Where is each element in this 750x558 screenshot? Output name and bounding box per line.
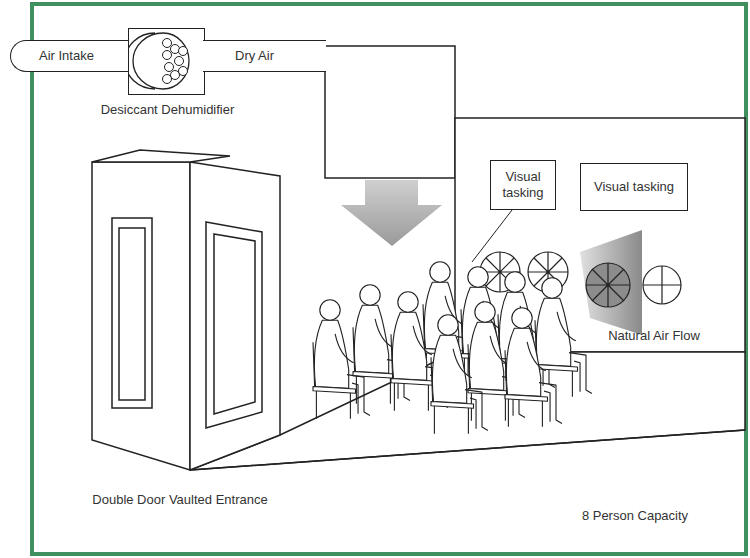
wheel-part: [165, 63, 174, 72]
target-dials-part: [643, 266, 681, 304]
wheel-part: [175, 57, 184, 66]
air-intake-pipe: Air Intake: [10, 40, 132, 72]
dry-air-pipe: Dry Air: [203, 40, 326, 72]
wheel-part: [179, 47, 188, 56]
vestibule-part: [119, 228, 145, 400]
entrance-label: Double Door Vaulted Entrance: [70, 492, 290, 508]
node-text: Visual tasking: [491, 169, 555, 201]
wheel-part: [133, 33, 163, 89]
leader-line: [472, 210, 512, 262]
node-text: Desiccant Dehumidifier: [59, 102, 276, 118]
seated-people-part: [535, 278, 592, 397]
vestibule-part: [112, 218, 152, 408]
wheel-part: [163, 39, 172, 48]
seated-people-part: [431, 315, 488, 434]
vestibule-part: [92, 150, 230, 162]
target-dials-part: [580, 230, 642, 335]
seated-people-part: [505, 308, 562, 427]
air-duct-part: [341, 180, 442, 246]
vestibule-part: [190, 162, 280, 470]
air-duct: [325, 46, 455, 246]
node-text: Dry Air: [235, 48, 274, 64]
seated-people: [313, 262, 592, 434]
airflow-label: Natural Air Flow: [604, 328, 704, 344]
target-dials-part: [586, 263, 630, 307]
wheel-part: [163, 75, 172, 84]
visual-task-box: Visual tasking: [490, 160, 556, 210]
visual-task-box: Visual tasking: [580, 163, 688, 211]
node-text: Air Intake: [39, 48, 94, 64]
target-dials-part: [643, 266, 681, 304]
vestibule: [92, 150, 280, 470]
air-duct-part: [325, 46, 455, 178]
wheel-part: [179, 67, 188, 76]
capacity-label: 8 Person Capacity: [545, 508, 725, 524]
wheel-part: [163, 33, 189, 89]
frame-border: [32, 4, 746, 554]
vestibule-part: [206, 222, 262, 428]
room-back-wall: [190, 118, 745, 470]
node-text: Visual tasking: [594, 179, 674, 195]
vestibule-part: [214, 234, 255, 414]
vestibule-part: [92, 162, 190, 470]
target-dials-part: [586, 263, 630, 307]
frame-border-part: [32, 4, 746, 554]
wheel-part: [163, 51, 172, 60]
dehumidifier-box: Desiccant Dehumidifier: [128, 28, 205, 95]
leader-line-part: [472, 210, 512, 262]
desiccant-wheel: [129, 29, 203, 93]
seated-people-part: [313, 300, 370, 419]
